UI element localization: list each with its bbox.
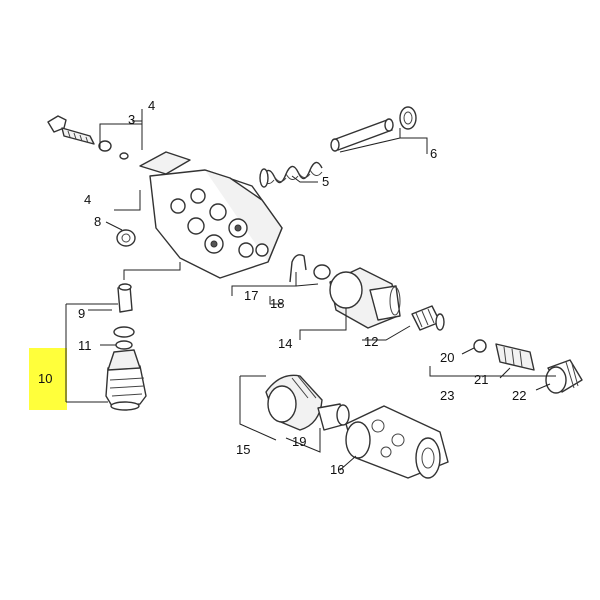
part-pin[interactable] [330,106,417,152]
callout-23: 23 [440,388,454,403]
callout-3: 3 [128,112,135,127]
callout-12: 12 [364,334,378,349]
part-sleeve[interactable] [345,405,449,479]
leader-lines [65,109,556,471]
callout-11: 11 [78,338,92,353]
callout-10: 10 [38,371,52,386]
part-valve-stack[interactable] [105,283,147,411]
part-pump-head[interactable] [116,151,283,279]
callout-15: 15 [236,442,250,457]
callout-22: 22 [512,388,526,403]
part-coupling[interactable] [329,267,401,329]
part-quick-connector[interactable] [265,374,350,431]
part-nipple[interactable] [411,305,445,331]
callout-6: 6 [430,146,437,161]
callout-17: 17 [244,288,258,303]
callout-9: 9 [78,306,85,321]
callout-4-mid: 4 [84,192,91,207]
part-spring[interactable] [259,161,323,188]
callout-21: 21 [474,372,488,387]
callout-labels: 4 3 6 5 4 8 17 18 9 14 12 11 20 10 21 23… [38,98,526,477]
callout-8: 8 [94,214,101,229]
part-valve-small[interactable] [47,115,129,160]
callout-4-top: 4 [148,98,155,113]
callout-5: 5 [322,174,329,189]
part-hose-fitting[interactable] [473,339,583,394]
callout-14: 14 [278,336,292,351]
callout-19: 19 [292,434,306,449]
part-clip[interactable] [289,254,331,283]
callout-18: 18 [270,296,284,311]
callout-16: 16 [330,462,344,477]
highlight-box [29,348,67,410]
callout-20: 20 [440,350,454,365]
